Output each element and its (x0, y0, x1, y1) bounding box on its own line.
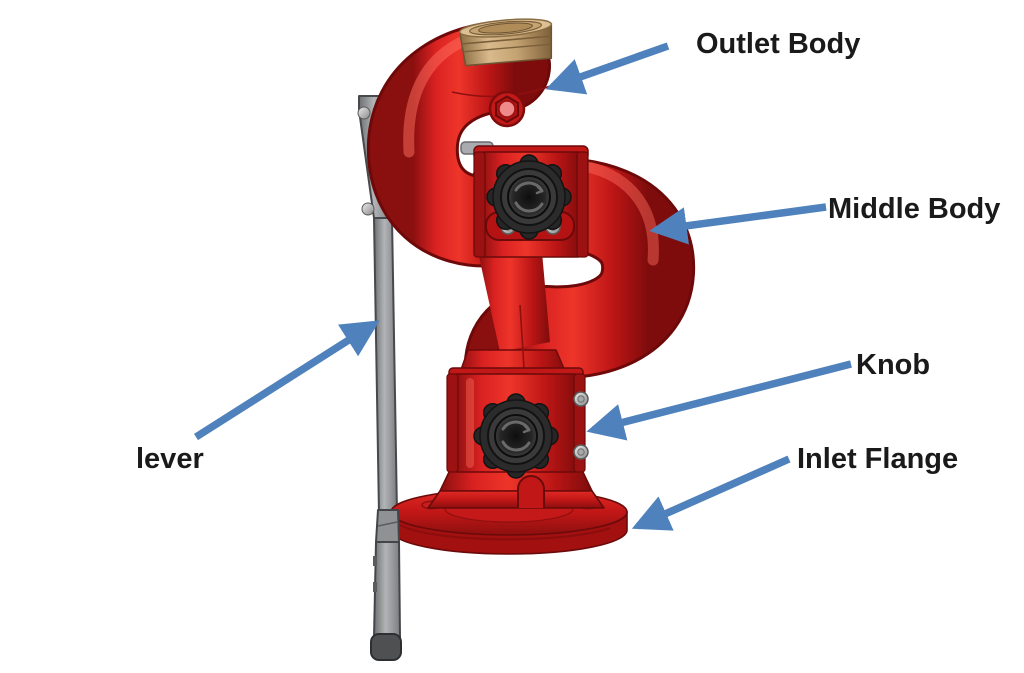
base-keyway (517, 475, 545, 508)
lever-end-cap (370, 633, 402, 661)
label-lever: lever (136, 443, 204, 475)
outlet-brass-coupling (458, 18, 553, 67)
lever-handle-lower (370, 509, 402, 661)
arrow-middle-body (649, 203, 827, 245)
side-bolt (573, 444, 589, 460)
label-inlet-flange: Inlet Flange (797, 443, 959, 475)
lower-body (446, 367, 589, 480)
elbow-port-bolt (488, 90, 526, 128)
arrow-inlet-flange (631, 455, 791, 531)
middle-swivel-joint (473, 145, 589, 258)
label-knob: Knob (856, 349, 931, 381)
locking-knob-upper (485, 153, 573, 241)
lever-mount-bolt (361, 202, 375, 216)
arrow-outlet-body (545, 42, 670, 95)
label-middle-body: Middle Body (828, 193, 1001, 225)
arrow-knob (586, 360, 852, 441)
label-outlet-body: Outlet Body (696, 28, 861, 60)
arrow-lever (193, 320, 380, 441)
lever-mount-bolt (357, 106, 371, 120)
base-cone-steps (427, 467, 605, 509)
locking-knob-lower (472, 392, 560, 480)
side-bolt (573, 391, 589, 407)
